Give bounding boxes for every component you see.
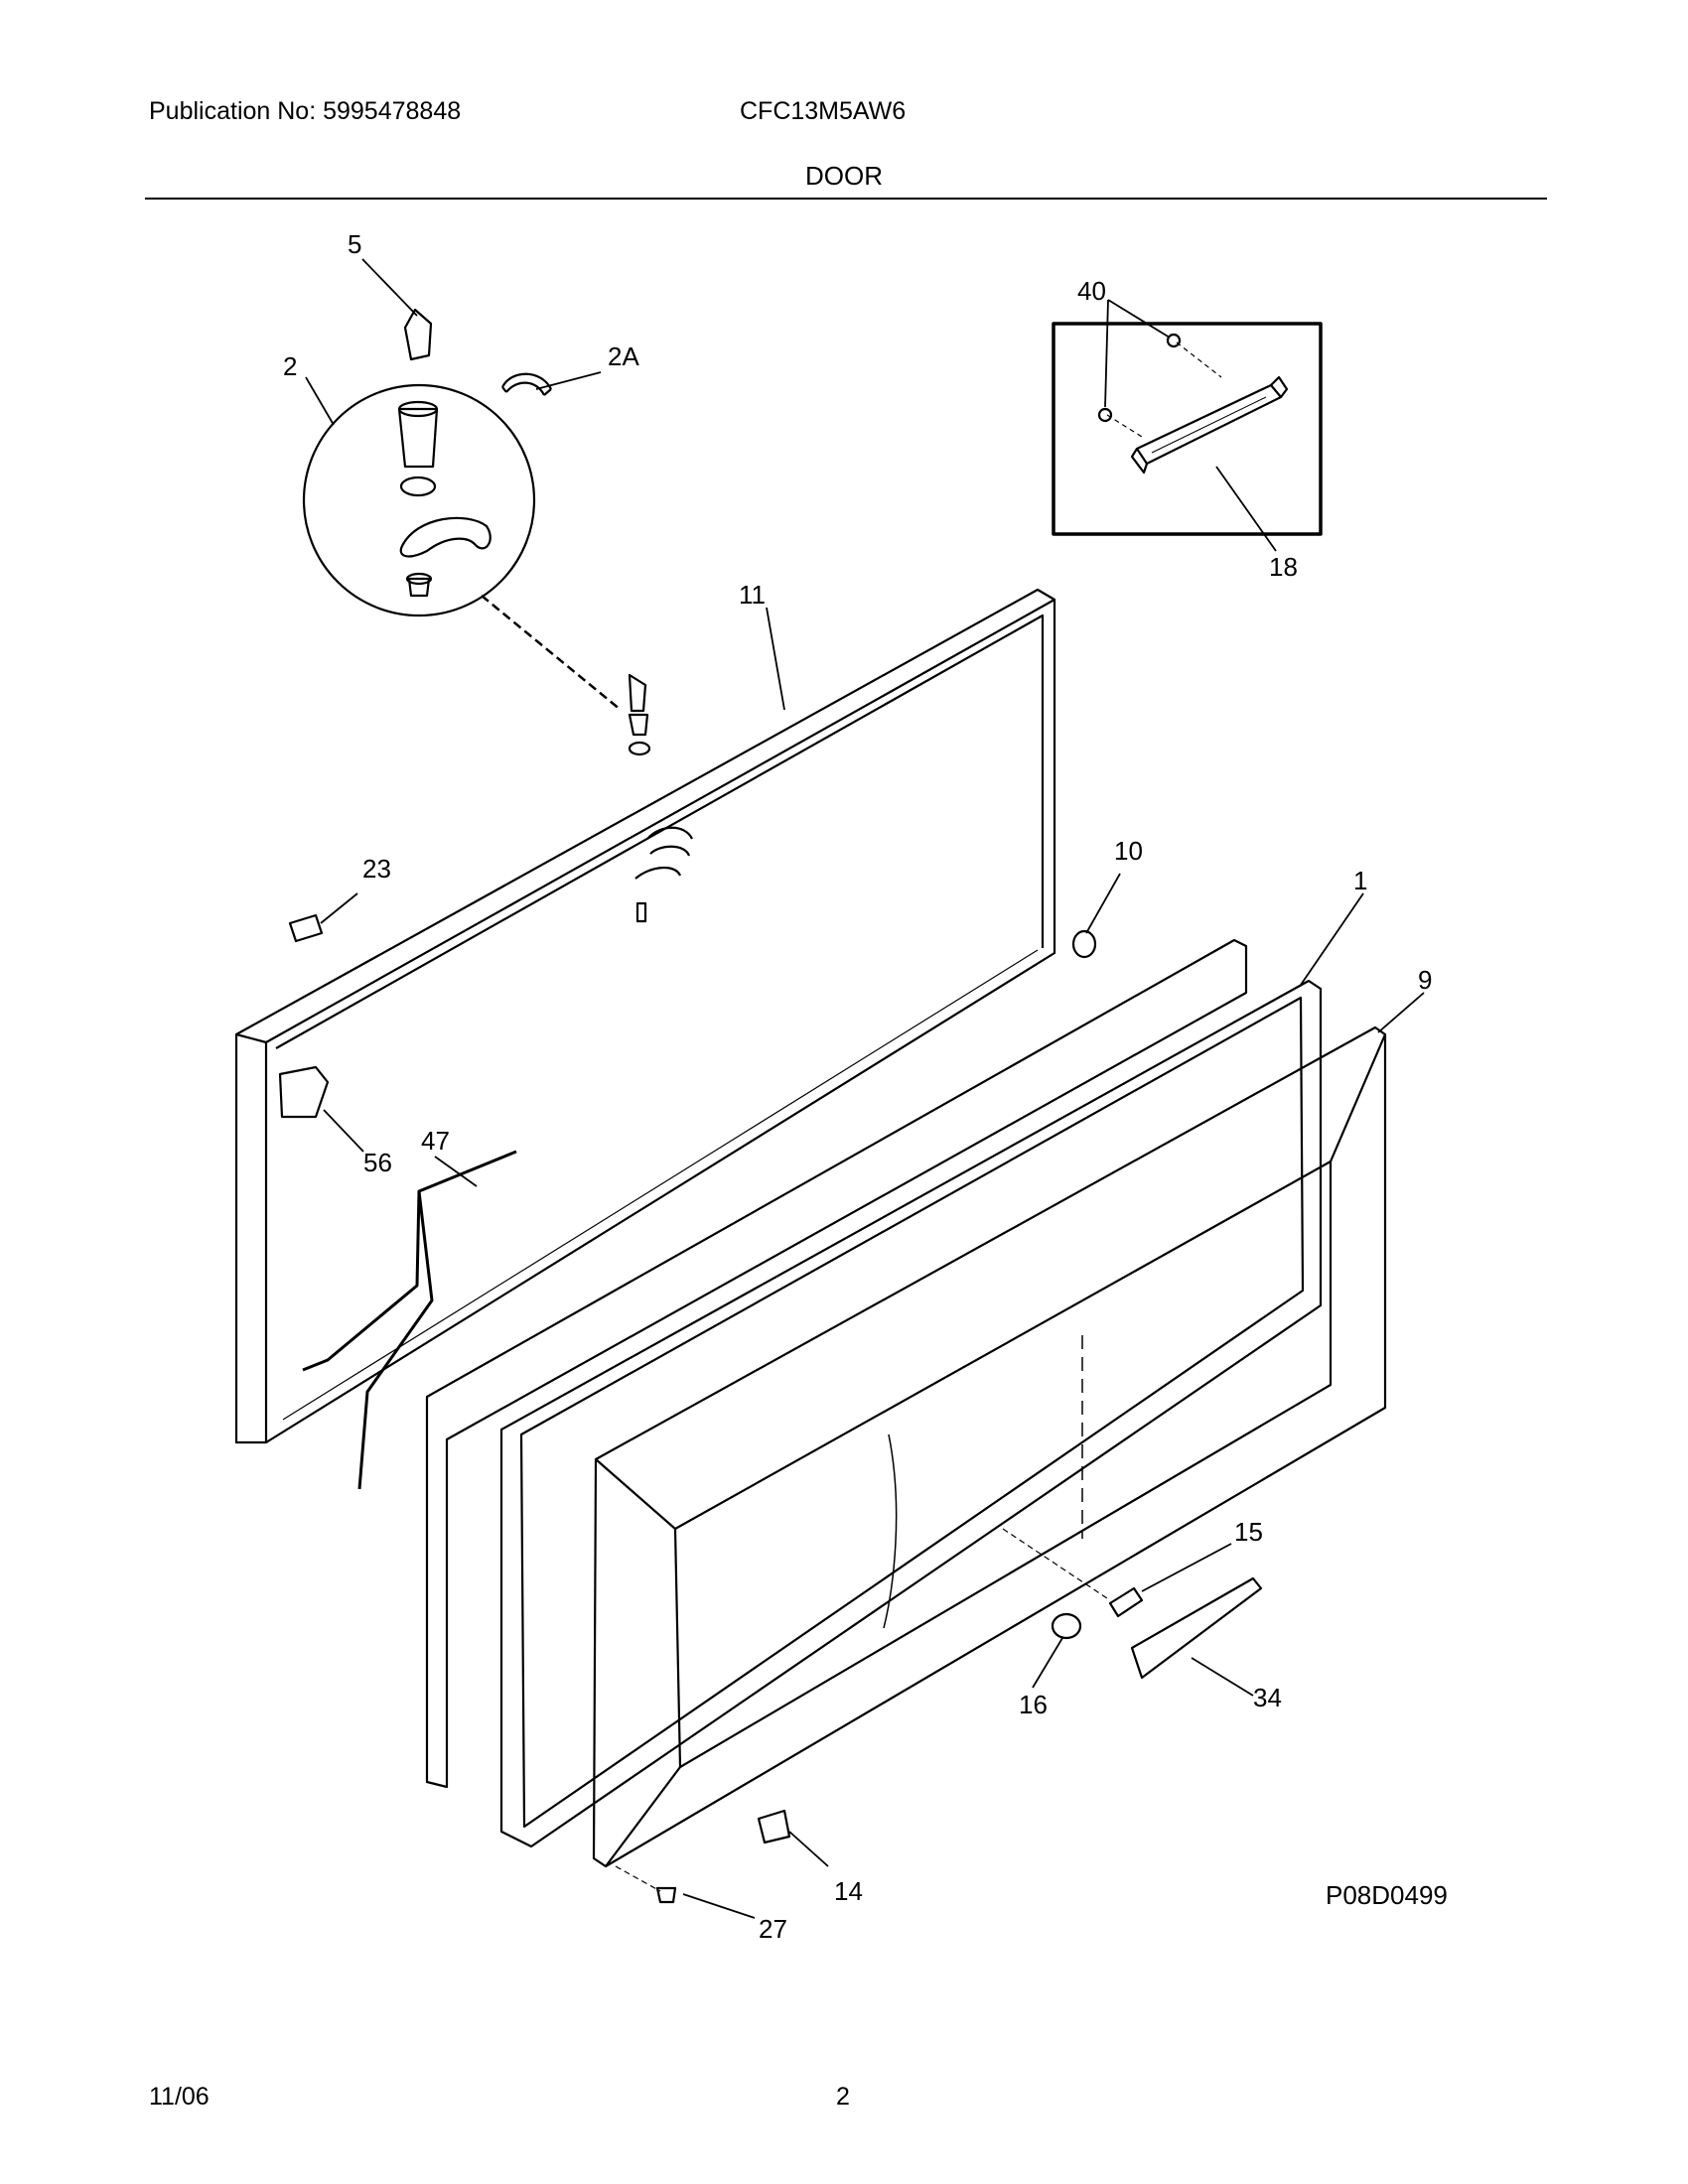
callout-2: 2: [283, 351, 297, 381]
callout-14: 14: [834, 1876, 863, 1906]
callout-27: 27: [759, 1914, 787, 1944]
part-11-outer-panel: [234, 588, 1056, 1444]
callout-40: 40: [1077, 276, 1106, 306]
part-16: [1051, 1612, 1082, 1640]
part-34: [1130, 1576, 1263, 1680]
detail-circle-2: [302, 383, 536, 617]
part-18-trim: [1130, 375, 1289, 475]
part-56: [278, 1065, 330, 1119]
part-23: [288, 913, 324, 943]
part-9-liner: [592, 1025, 1387, 1868]
inset-box: [1052, 322, 1323, 536]
callout-16: 16: [1019, 1690, 1048, 1719]
callout-1: 1: [1353, 866, 1367, 895]
part-15: [1108, 1586, 1144, 1618]
callout-34: 34: [1253, 1683, 1282, 1712]
part-1-gasket: [499, 979, 1323, 1848]
callout-18: 18: [1269, 552, 1298, 582]
part-40-nuts: [1097, 333, 1182, 423]
publication-number: Publication No: 5995478848: [149, 97, 462, 125]
callout-2a: 2A: [608, 341, 639, 371]
section-title: DOOR: [805, 161, 883, 191]
part-10: [1071, 929, 1097, 959]
footer-date: 11/06: [149, 2083, 210, 2111]
header-rule: [145, 198, 1547, 200]
door-hinge: [628, 673, 693, 923]
callout-5: 5: [348, 229, 361, 259]
hinge-pin-detail: [397, 400, 492, 598]
callout-labels: 5 2 2A 40 18 11 23 10 1 9 47 56 15 16 34…: [283, 229, 1448, 1944]
part-47-wire: [302, 1150, 517, 1372]
callout-23: 23: [362, 854, 391, 884]
callout-9: 9: [1418, 965, 1432, 995]
drawing-code: P08D0499: [1326, 1880, 1448, 1910]
part-27: [655, 1886, 677, 1904]
page-number: 2: [836, 2083, 850, 2111]
part-14: [757, 1809, 791, 1844]
callout-15: 15: [1234, 1517, 1263, 1547]
model-number: CFC13M5AW6: [740, 97, 907, 125]
inner-panel: [425, 938, 1248, 1789]
callout-10: 10: [1114, 836, 1143, 866]
callout-56: 56: [363, 1148, 392, 1177]
part-2a-clip: [501, 372, 552, 396]
part-5-cap: [403, 308, 433, 361]
callout-11: 11: [739, 580, 766, 610]
callout-47: 47: [421, 1126, 450, 1156]
